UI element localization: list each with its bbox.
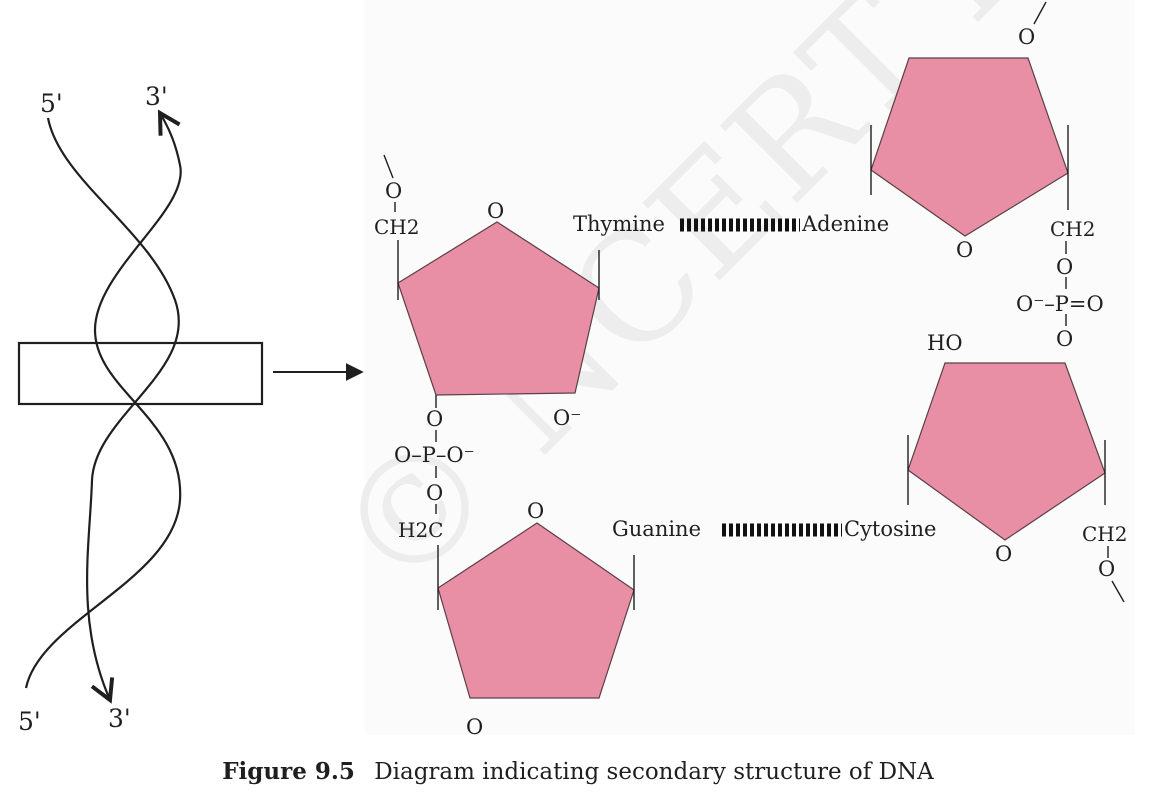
right-ch2: CH2 bbox=[1050, 217, 1095, 241]
left-strand: O CH2 O O⁻ O O–P–O⁻ O H2C O O bbox=[374, 154, 635, 739]
left-top-o: O bbox=[385, 179, 402, 203]
figure-caption: Figure 9.5 Diagram indicating secondary … bbox=[0, 758, 1156, 785]
right-phosphate: O⁻–P=O bbox=[1016, 292, 1104, 316]
left-ring2-o: O bbox=[527, 499, 544, 523]
helix-label-bottom-3prime: 3' bbox=[108, 704, 131, 733]
zoom-box bbox=[17, 341, 264, 406]
right-ch2-bottom: CH2 bbox=[1082, 522, 1127, 546]
sugar-ring-right-1 bbox=[870, 57, 1069, 237]
left-ring1-o: O bbox=[487, 199, 504, 223]
left-ring1-bottom-o: O bbox=[426, 407, 443, 431]
figure-caption-text: Diagram indicating secondary structure o… bbox=[374, 759, 934, 785]
right-strand: O O CH2 O O⁻–P=O O HO O CH2 O bbox=[870, 1, 1127, 603]
sugar-ring-right-2 bbox=[907, 362, 1106, 541]
double-helix bbox=[24, 109, 182, 704]
sugar-ring-left-1 bbox=[397, 221, 600, 396]
left-ring2-bottom-o: O bbox=[466, 715, 483, 739]
left-phosphate: O–P–O⁻ bbox=[394, 443, 475, 467]
helix-strand-a bbox=[46, 117, 180, 704]
base-guanine: Guanine bbox=[612, 517, 701, 541]
right-phosphate-o: O bbox=[1056, 327, 1073, 351]
right-link-o: O bbox=[1056, 255, 1073, 279]
left-h2c: H2C bbox=[398, 518, 443, 542]
base-pair-2: Guanine Cytosine bbox=[612, 517, 936, 541]
base-pair-1: Thymine Adenine bbox=[573, 212, 889, 236]
right-ho: HO bbox=[927, 331, 963, 355]
base-thymine: Thymine bbox=[573, 212, 665, 236]
left-ring1-ominus: O⁻ bbox=[553, 406, 581, 430]
helix-label-top-3prime: 3' bbox=[145, 82, 168, 111]
helix-strand-b bbox=[24, 109, 182, 689]
left-top-ch2: CH2 bbox=[374, 215, 419, 239]
helix-label-bottom-5prime: 5' bbox=[18, 707, 41, 736]
bond-right-bottom-tail bbox=[1111, 580, 1125, 603]
sugar-ring-left-2 bbox=[437, 522, 635, 699]
figure-label: Figure 9.5 bbox=[222, 758, 355, 785]
left-phosphate-o: O bbox=[426, 481, 443, 505]
helix-label-top-5prime: 5' bbox=[40, 89, 63, 118]
right-bottom-o: O bbox=[1098, 557, 1115, 581]
base-cytosine: Cytosine bbox=[844, 517, 936, 541]
right-ring2-o: O bbox=[995, 542, 1012, 566]
bond-right-top-tail bbox=[1033, 1, 1047, 25]
right-ring1-o: O bbox=[956, 238, 973, 262]
base-adenine: Adenine bbox=[801, 212, 889, 236]
bond-top-tail bbox=[383, 154, 394, 179]
right-top-o: O bbox=[1018, 25, 1035, 49]
